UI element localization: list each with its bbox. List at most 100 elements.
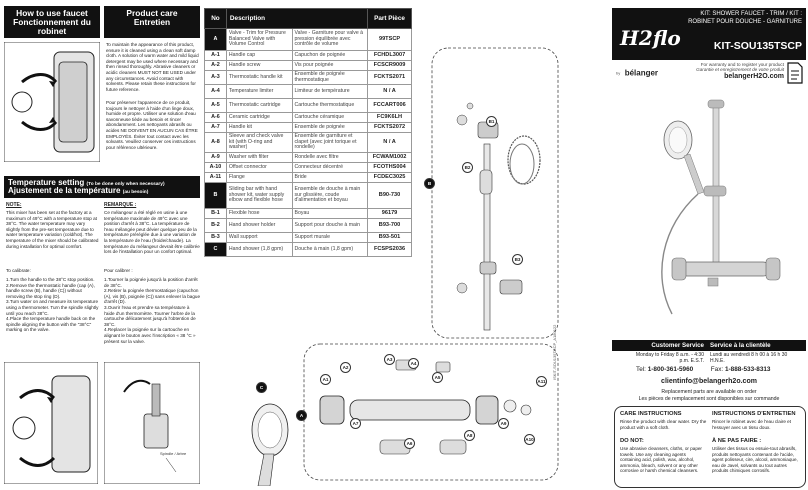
service-email[interactable]: clientinfo@belangerh2o.com <box>661 378 757 385</box>
care-body-en: Rinse the product with clear water. Dry … <box>620 419 707 430</box>
parts-table-header: No Description Part Pièce <box>204 8 412 29</box>
diagram-label-a4: A4 <box>408 358 419 369</box>
tel-label: Tel: <box>636 366 646 373</box>
calibrate-en: To calibrate: <box>6 268 31 273</box>
diagram-label-a5: A5 <box>432 372 443 383</box>
diagram-label-a: A <box>296 410 307 421</box>
calibrate-fr: Pour calibrer : <box>104 268 133 273</box>
fax-label: Fax: <box>710 366 724 373</box>
part-no-cell: A-4 <box>204 84 227 99</box>
product-care-header: Product care Entretien <box>104 6 200 38</box>
diagram-label-a9: A9 <box>498 418 509 429</box>
donot-en: DO NOT: <box>620 438 644 444</box>
service-title-en: Customer Service <box>651 342 704 349</box>
donot-body-en: Use abrasive cleansers, cloths, or paper… <box>620 446 702 474</box>
temp-title-note-en: (To be done only when necessary) <box>86 182 165 187</box>
care-title-en: CARE INSTRUCTIONS <box>620 411 682 417</box>
col-no: No <box>204 8 227 29</box>
how-to-use-header: How to use faucet Fonctionnement du robi… <box>4 6 100 38</box>
donot-body-fr: Utiliser des tissus ou essuie-tout abras… <box>712 446 798 474</box>
service-title-fr: Service à la clientèle <box>710 342 771 349</box>
fax-number: 1-888-533-8313 <box>725 366 771 373</box>
part-description-cell: Hand shower (1,8 gpm) <box>225 242 293 257</box>
diagram-label-a7: A7 <box>350 418 361 429</box>
product-care-title-fr: Entretien <box>133 16 171 27</box>
diagram-label-a1: A1 <box>320 374 331 385</box>
steps-fr: 1.Tourner la poignée jusqu'à la position… <box>104 277 200 344</box>
h2flo-logo: H2flo <box>620 26 681 50</box>
replacement-parts-fr: Les pièces de remplacement sont disponib… <box>638 396 780 402</box>
service-hours-fr: Lundi au vendredi 8 h 00 à 16 h 30 H.N.E… <box>710 352 788 365</box>
care-body-fr: Rincer le robinet avec de l'eau claire e… <box>712 419 792 430</box>
part-description-fr-cell: Ensemble de garniture et clapet (avec jo… <box>291 132 369 153</box>
part-number-cell: FCSPS2036 <box>367 242 412 257</box>
diagram-label-a11: A11 <box>536 376 547 387</box>
service-hours-en: Monday to Friday 8 a.m. - 4:30 p.m. E.S.… <box>635 352 704 365</box>
diagram-label-b2: B2 <box>462 162 473 173</box>
diagram-label-a2: A2 <box>340 362 351 373</box>
warranty-fr: Garantie et enregistrement de votre prod… <box>696 67 784 72</box>
temp-title-fr: Ajustement de la température <box>8 186 121 196</box>
service-phone-row: Tel: 1-800-361-5960 Fax: 1-888-533-8313 <box>636 366 804 373</box>
customer-service-bar: Customer Service Service à la clientèle <box>612 340 806 351</box>
diagram-label-a3: A3 <box>384 354 395 365</box>
temp-title-en: Temperature setting <box>8 178 85 187</box>
temp-title-note-fr: (au besoin) <box>122 190 149 196</box>
shower-product-image <box>661 99 781 315</box>
replacement-parts-en: Replacement parts are available on order <box>661 389 757 395</box>
how-to-use-title-fr: Fonctionnement du robinet <box>13 16 91 36</box>
part-number-cell: B90-730 <box>367 182 412 209</box>
diagram-label-a8: A8 <box>464 430 475 441</box>
temp-body-fr: Ce mélangeur a été réglé en usine à une … <box>104 210 200 255</box>
note-fr-label: REMARQUE : <box>104 202 137 208</box>
exploded-parts-diagram <box>251 47 559 486</box>
temp-body-en: This mixer has been set at the factory a… <box>6 210 99 249</box>
website: belangerH2O.com <box>724 73 784 80</box>
col-part: Part Pièce <box>367 8 412 29</box>
belanger-name: bélanger <box>624 68 659 78</box>
document-icon <box>787 62 803 84</box>
part-description-fr-cell: Ensemble de douche à main sur glissière,… <box>291 182 369 209</box>
part-no-cell: C <box>204 242 227 257</box>
diagram-label-b1: B1 <box>486 116 497 127</box>
tel-number[interactable]: 1-800-361-5960 <box>647 366 694 373</box>
temperature-setting-header: Temperature setting (To be done only whe… <box>4 176 200 198</box>
diagram-label-a6: A6 <box>404 438 415 449</box>
calibration-illustration-right <box>104 362 200 484</box>
belanger-by: by <box>616 70 621 76</box>
care-title-fr: INSTRUCTIONS D'ENTRETIEN <box>712 411 796 417</box>
faucet-handle-illustration <box>4 42 100 162</box>
diagram-label-c: C <box>256 382 267 393</box>
how-to-use-title-en: How to use faucet <box>16 8 88 18</box>
document-code: ISKIT-SOU135TSCP_A180122 <box>552 324 557 380</box>
diagram-label-b3: B3 <box>512 254 523 265</box>
note-en-label: NOTE: <box>6 202 22 208</box>
warranty-block: For warranty and to register your produc… <box>678 62 784 80</box>
part-no-cell: A <box>204 28 227 51</box>
product-care-body-fr: Pour préserver l'apparence de ce produit… <box>106 100 198 150</box>
diagram-label-a10: A10 <box>524 434 535 445</box>
kit-banner: KIT: SHOWER FAUCET - TRIM / KIT : ROBINE… <box>612 8 806 60</box>
kit-description: KIT: SHOWER FAUCET - TRIM / KIT : ROBINE… <box>688 11 802 25</box>
product-care-title-en: Product care <box>126 8 178 18</box>
part-description-fr-cell: Valve - Garniture pour valve à pression … <box>291 28 369 51</box>
part-description-cell: Hand shower holder <box>225 218 293 233</box>
donot-fr: À NE PAS FAIRE : <box>712 438 762 444</box>
care-instructions-box <box>614 406 806 488</box>
steps-en: 1.Turn the handle to the 38°C stop posit… <box>6 277 99 333</box>
warranty-en: For warranty and to register your produc… <box>700 62 784 67</box>
belanger-logo: by bélanger <box>616 64 658 80</box>
product-care-body-en: To maintain the appearance of this produ… <box>106 42 199 92</box>
part-no-cell: B <box>204 182 227 209</box>
diagram-label-b: B <box>424 178 435 189</box>
spindle-label: Spindle / Arbre <box>160 451 187 456</box>
model-number: KIT-SOU135TSCP <box>713 40 802 52</box>
